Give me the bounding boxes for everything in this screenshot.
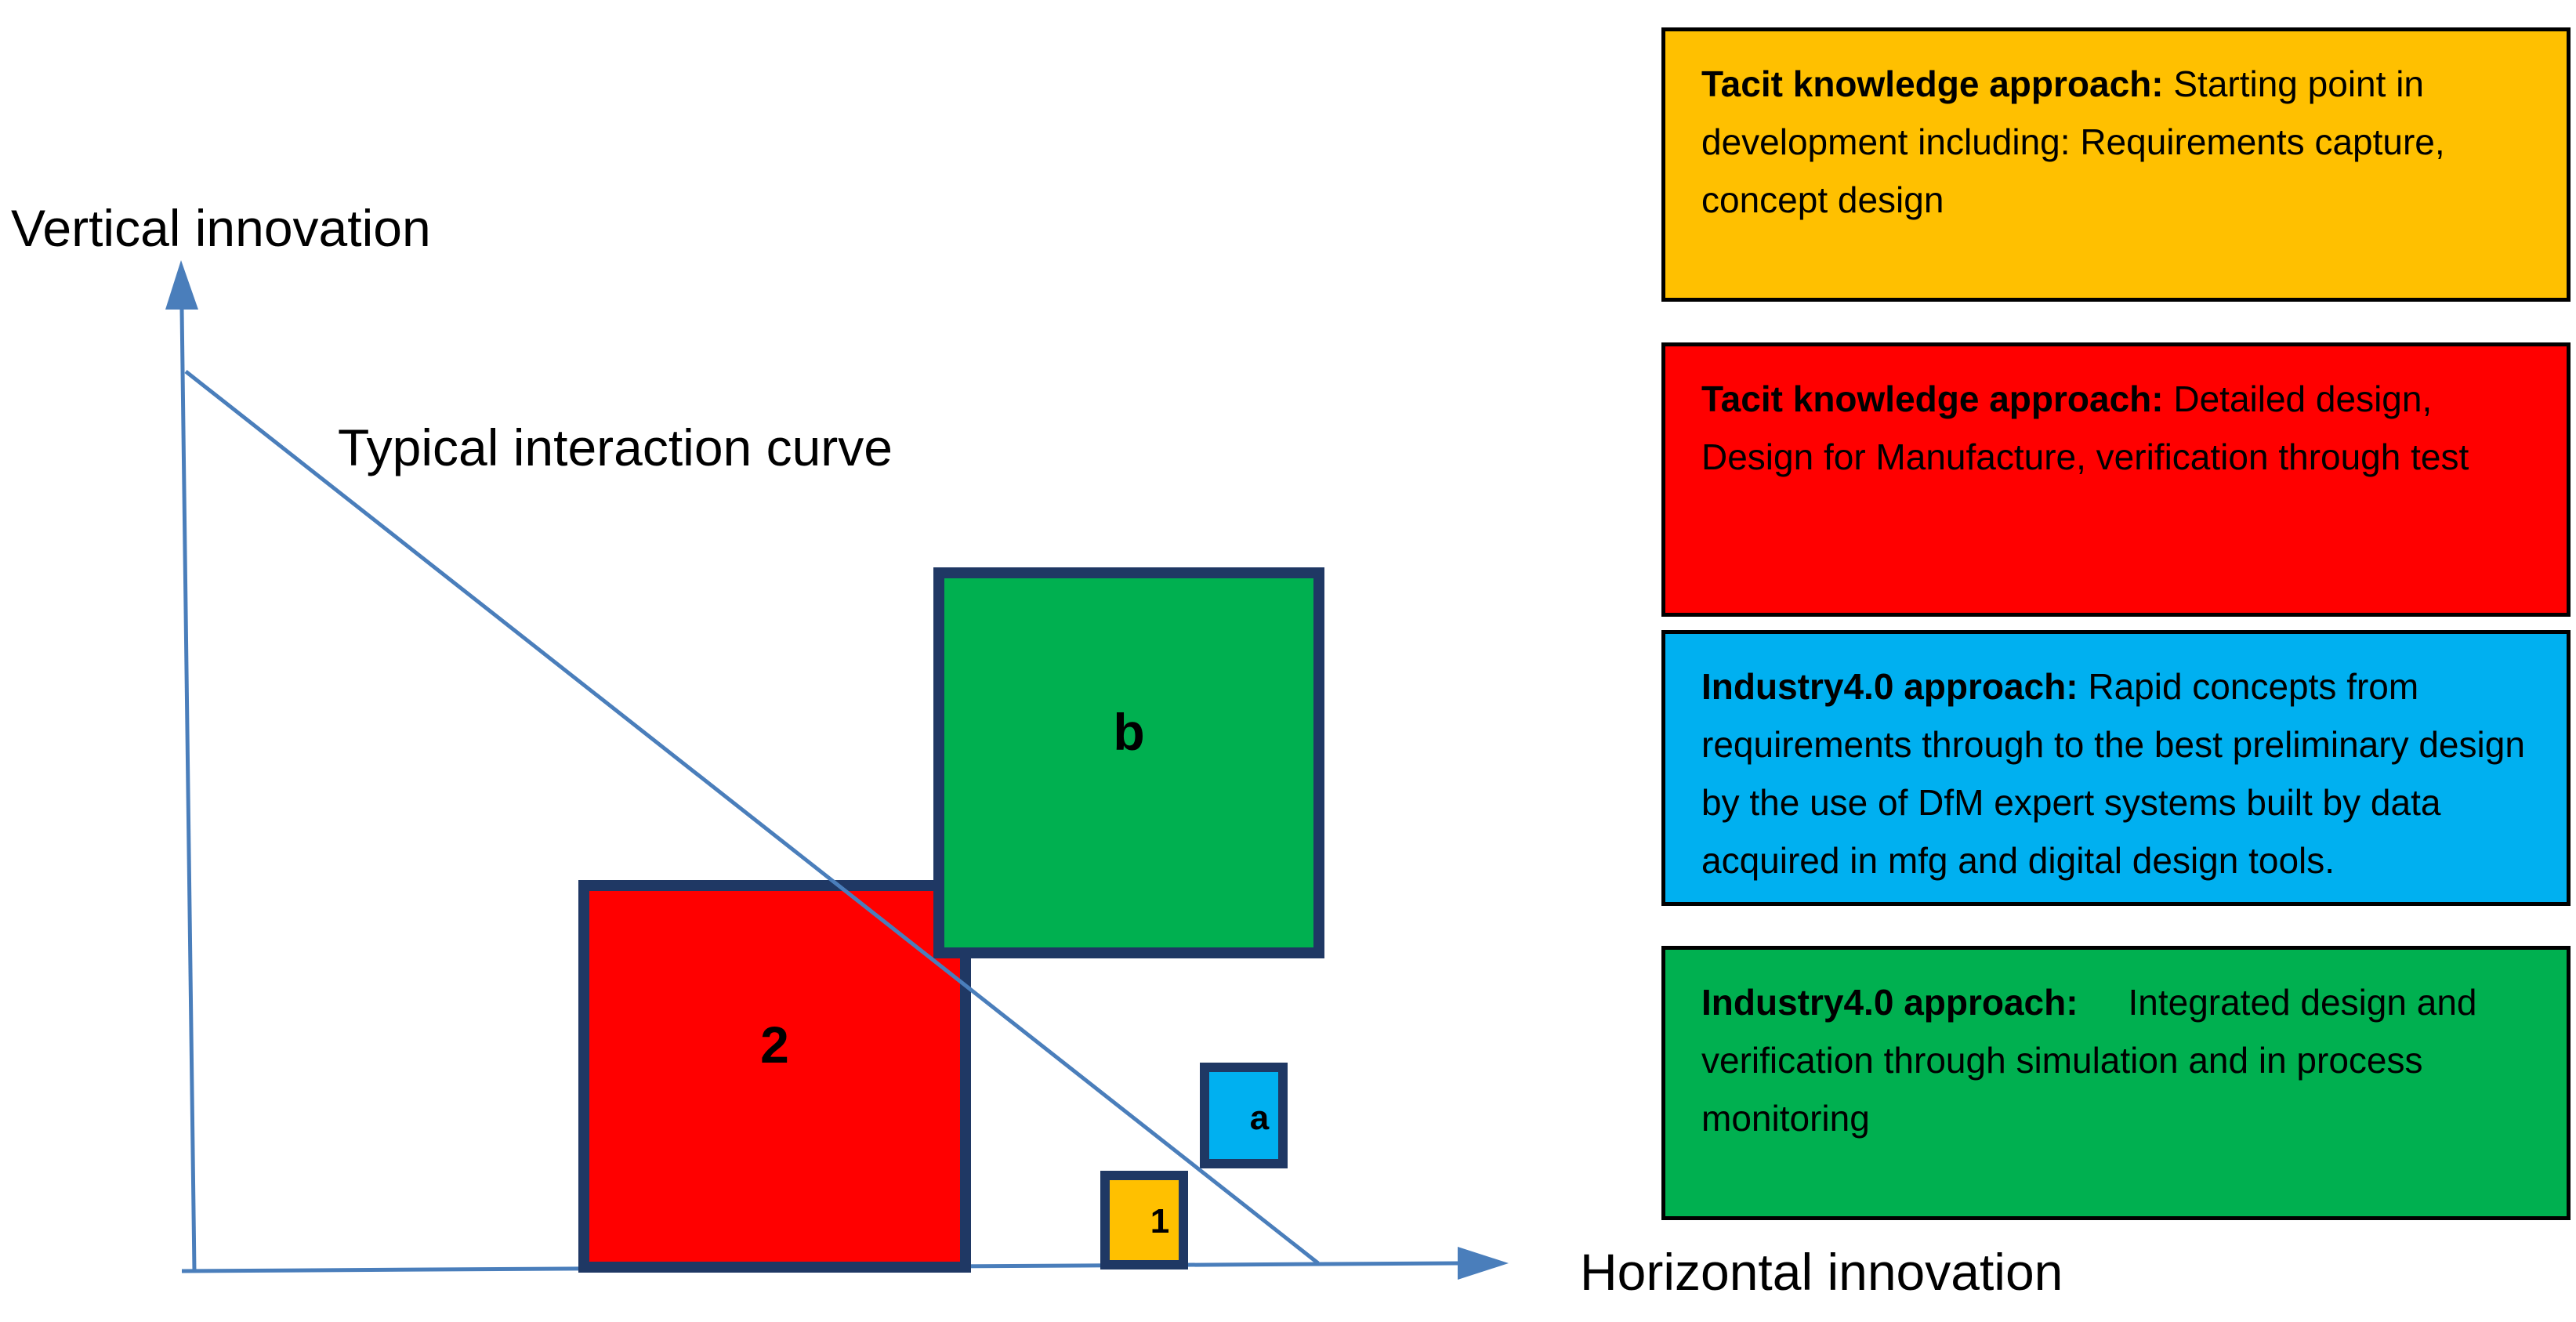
legend-item-lead: Industry4.0 approach:	[1701, 982, 2078, 1023]
legend-item-text: Rapid concepts from requirements through…	[1701, 666, 2525, 881]
legend-item-text: Integrated design and verification throu…	[1701, 982, 2487, 1139]
legend-item-text: Starting point in development including:…	[1701, 63, 2445, 220]
legend-item-industry-rapid: Industry4.0 approach: Rapid concepts fro…	[1661, 630, 2571, 906]
vertical-axis	[179, 309, 197, 1272]
legend-item-lead: Tacit knowledge approach:	[1701, 63, 2164, 104]
horizontal-axis-label: Horizontal innovation	[1580, 1243, 2063, 1301]
block-b-label: b	[1113, 703, 1145, 761]
vertical-axis-label: Vertical innovation	[11, 199, 431, 257]
legend-item-lead: Industry4.0 approach:	[1701, 666, 2078, 707]
block-a	[1200, 1063, 1288, 1168]
curve-label: Typical interaction curve	[338, 418, 893, 476]
block-2-label: 2	[760, 1016, 789, 1074]
block-b	[933, 567, 1324, 958]
vertical-axis-arrowhead	[165, 260, 198, 310]
block-1-label: 1	[1150, 1202, 1170, 1241]
block-2	[578, 880, 971, 1273]
legend-item-text: Detailed design, Design for Manufacture,…	[1701, 378, 2469, 477]
block-1	[1100, 1171, 1188, 1269]
legend-item-tacit-detailed: Tacit knowledge approach: Detailed desig…	[1661, 342, 2571, 617]
horizontal-axis-arrowhead	[1458, 1247, 1509, 1280]
legend-item-industry-integrated: Industry4.0 approach: Integrated design …	[1661, 946, 2571, 1220]
legend-item-tacit-concept: Tacit knowledge approach: Starting point…	[1661, 27, 2571, 302]
block-a-label: a	[1249, 1099, 1270, 1137]
legend-item-lead: Tacit knowledge approach:	[1701, 378, 2164, 419]
interaction-curve	[184, 370, 1320, 1265]
